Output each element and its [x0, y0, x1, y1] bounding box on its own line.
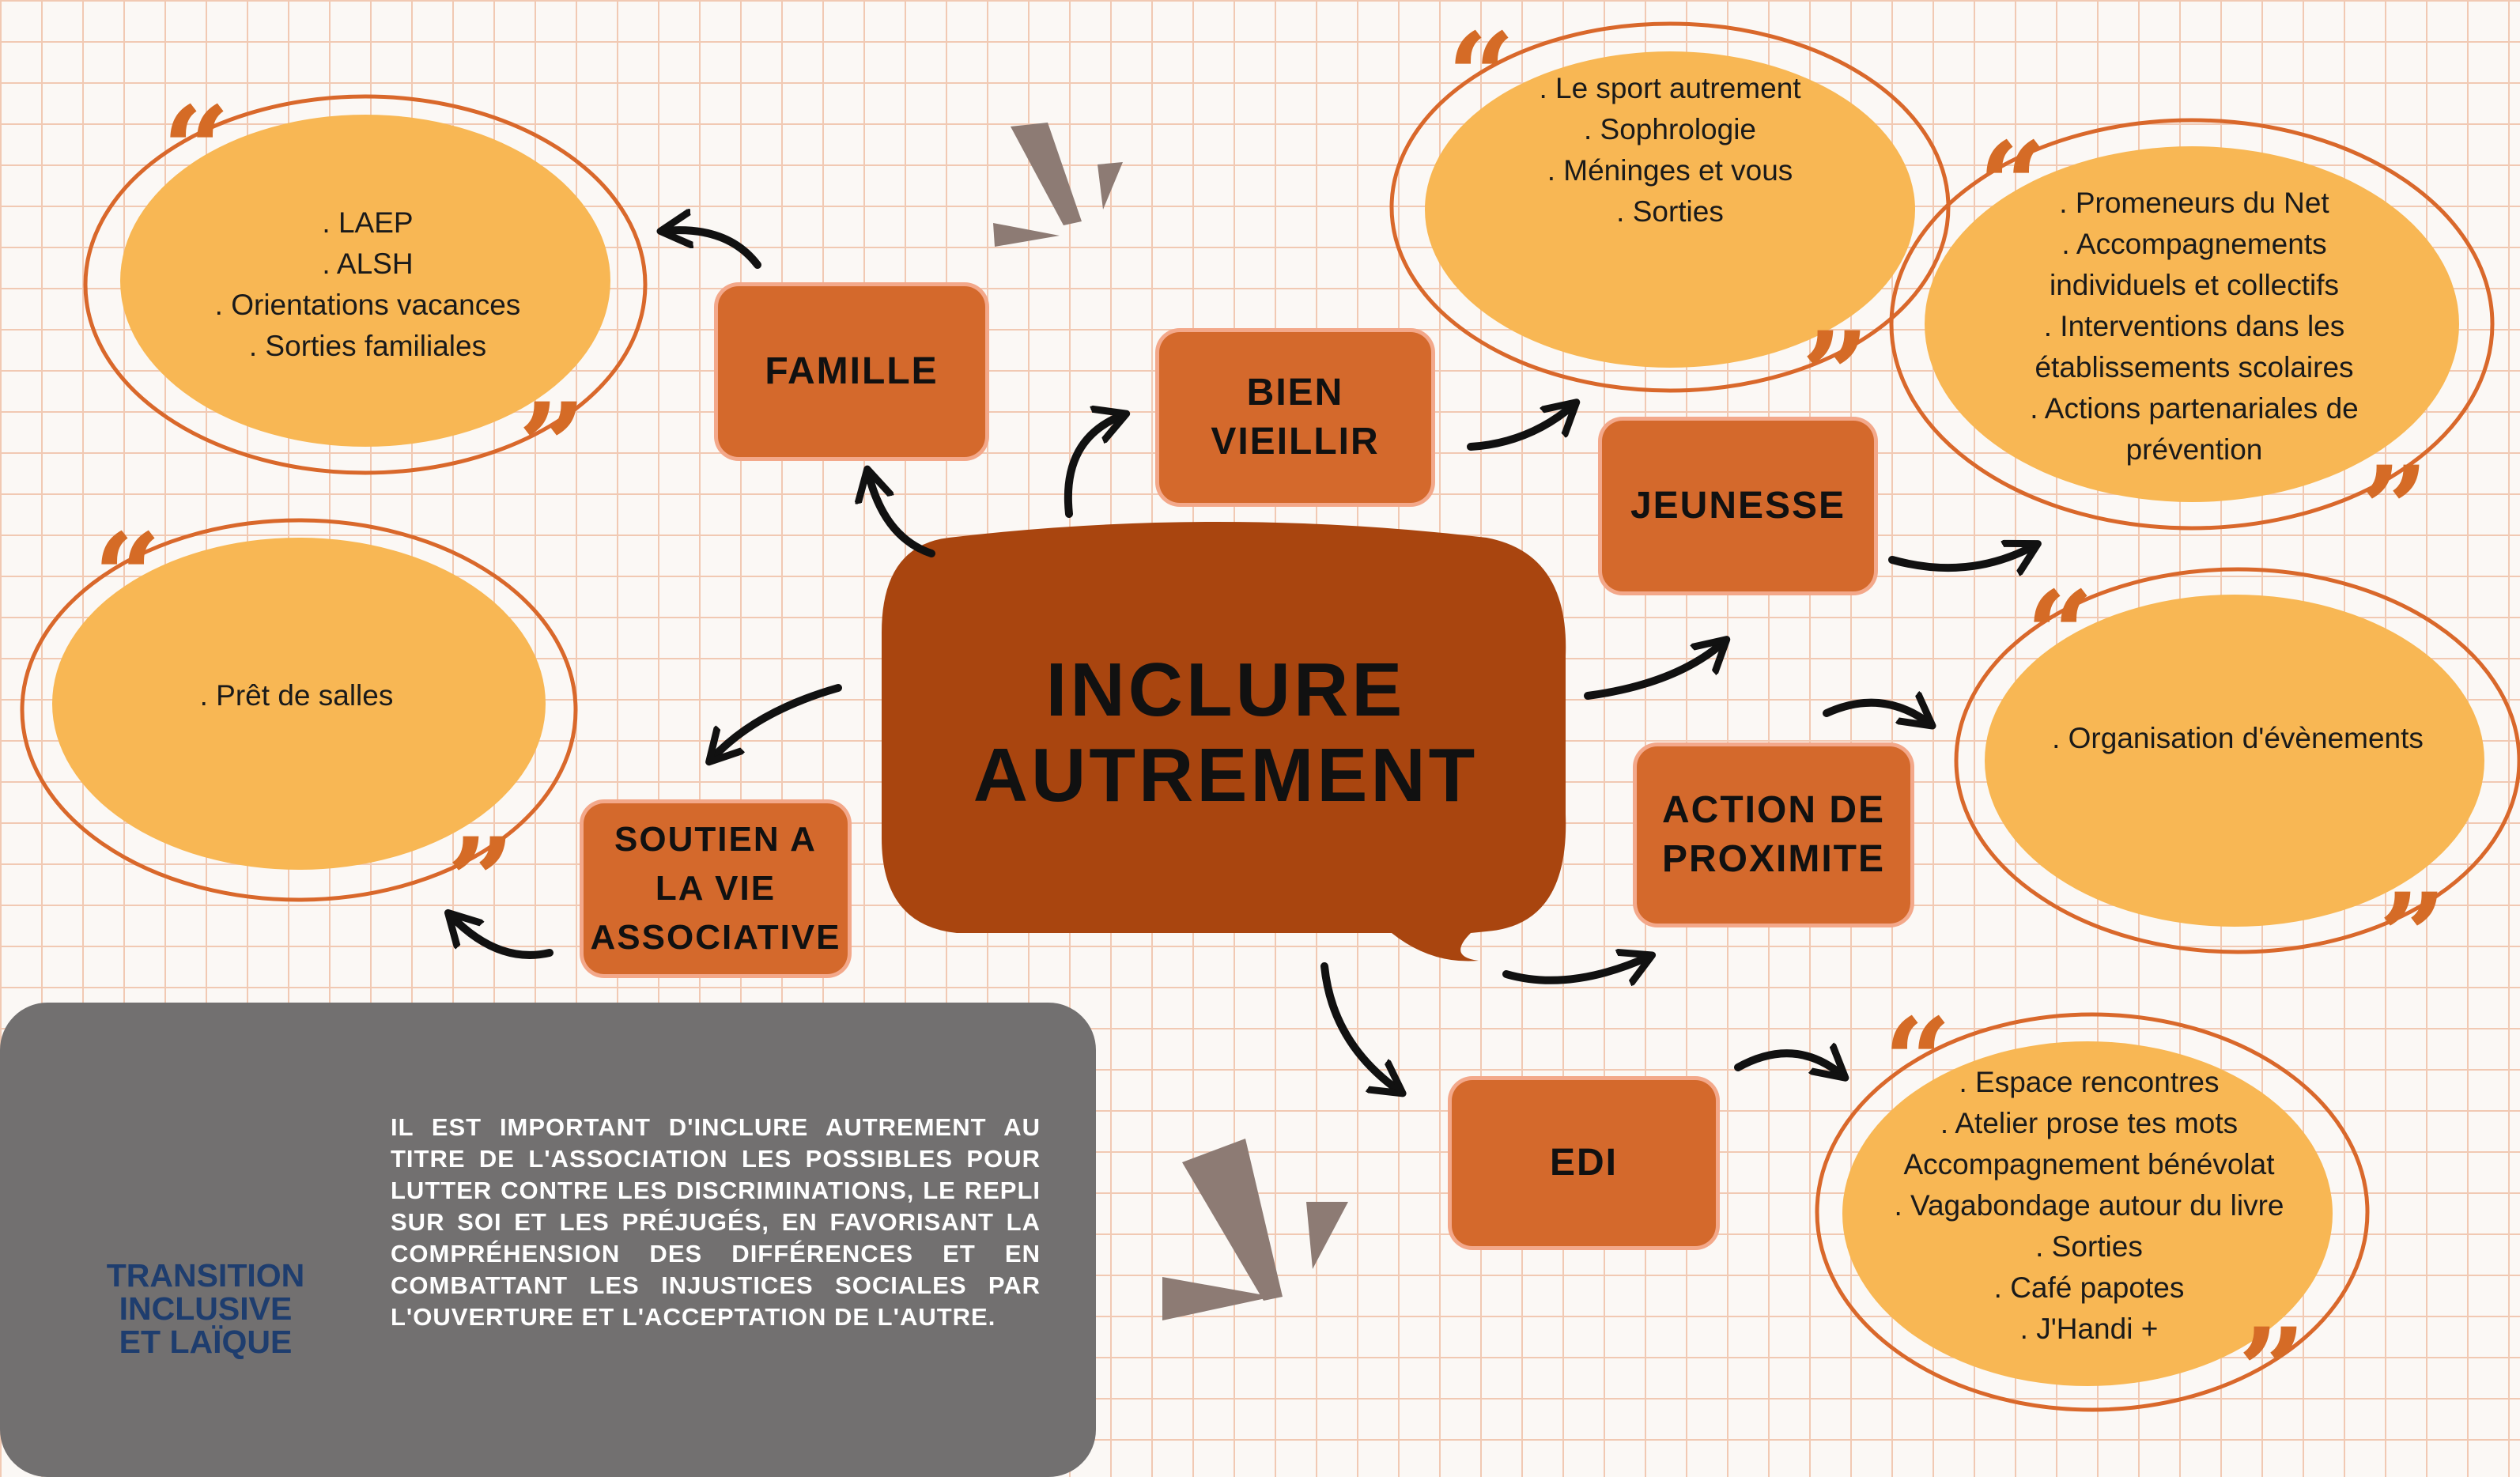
quote-open-icon: “ — [162, 81, 231, 220]
bubble-item: . Sorties familiales — [248, 330, 487, 362]
arrow-icon — [1064, 415, 1123, 518]
bubble-soutien-shape — [20, 518, 578, 902]
bubble-action-proximite: . Organisation d'évènements — [1993, 712, 2483, 765]
bubble-item: . Espace rencontres — [1959, 1066, 2220, 1098]
arrow-icon — [451, 916, 553, 959]
info-text: Il est important d'inclure autrement au … — [391, 1113, 1041, 1331]
bubble-item: . Méninges et vous — [1547, 154, 1793, 187]
bubble-edi-shape — [1815, 1012, 2370, 1412]
logo-line: INCLUSIVE — [119, 1290, 293, 1327]
arrow-icon — [1584, 642, 1724, 700]
logo-line: TRANSITION — [106, 1257, 305, 1294]
node-edi: EDI — [1452, 1080, 1716, 1246]
node-soutien-vie-associative: SOUTIEN A LA VIE ASSOCIATIVE — [584, 803, 848, 974]
bubble-famille: . LAEP . ALSH . Orientations vacances . … — [119, 119, 617, 451]
logo-text: TRANSITION INCLUSIVE ET LAÏQUE — [63, 1259, 348, 1358]
quote-open-icon: “ — [1978, 116, 2047, 255]
arrow-icon — [1734, 1053, 1842, 1075]
bubble-item: Accompagnement bénévolat — [1903, 1148, 2275, 1180]
quote-close-icon: ” — [518, 377, 587, 516]
bubble-bien-vieillir: . Le sport autrement . Sophrologie . Mén… — [1423, 68, 1917, 258]
bubble-soutien: . Prêt de salles — [111, 669, 482, 723]
bubble-item: . Orientations vacances — [214, 289, 521, 321]
bubble-item: . Accompagnements individuels et collect… — [2049, 228, 2340, 301]
bubble-action-shape — [1954, 567, 2520, 954]
arrow-icon — [1888, 546, 2035, 568]
center-title-line: AUTREMENT — [973, 733, 1479, 818]
bubble-famille-shape — [83, 94, 648, 475]
quote-open-icon: “ — [2026, 565, 2095, 705]
bubble-jeunesse: . Promeneurs du Net . Accompagnements in… — [1993, 172, 2396, 481]
info-box — [0, 1003, 1096, 1477]
arrow-icon — [712, 684, 842, 759]
bubble-item: . Café papotes — [1993, 1271, 2185, 1304]
quote-close-icon: ” — [2378, 867, 2447, 1007]
bubble-edi: . Espace rencontres . Atelier prose tes … — [1842, 1060, 2336, 1352]
arrow-icon — [868, 473, 935, 557]
bubble-item: . Prêt de salles — [199, 679, 394, 712]
bubble-item: . Interventions dans les établissements … — [2035, 310, 2354, 383]
node-jeunesse: JEUNESSE — [1602, 421, 1874, 591]
logo-line: ET LAÏQUE — [119, 1324, 293, 1360]
quote-close-icon: ” — [447, 812, 516, 951]
arrow-icon — [1823, 703, 1929, 723]
arrow-icon — [1467, 405, 1574, 451]
accent-burst-icon — [993, 123, 1123, 247]
center-title-line: INCLURE — [1045, 648, 1406, 732]
bubble-jeunesse-shape — [1889, 118, 2495, 531]
bubble-item: . Sophrologie — [1583, 113, 1757, 145]
bubble-item: . ALSH — [322, 247, 414, 280]
bubble-item: . Vagabondage autour du livre — [1894, 1189, 2284, 1222]
node-action-proximite: ACTION DE PROXIMITE — [1637, 746, 1910, 924]
bubble-item: . Sorties — [2035, 1230, 2143, 1263]
node-famille: FAMILLE — [718, 286, 985, 457]
node-bien-vieillir: BIEN VIEILLIR — [1159, 332, 1431, 503]
arrow-icon — [1502, 957, 1649, 980]
quote-close-icon: ” — [2238, 1302, 2307, 1441]
bubble-item: . Le sport autrement — [1539, 72, 1801, 104]
quote-open-icon: “ — [1883, 992, 1952, 1131]
bubble-item: . Promeneurs du Net — [2059, 187, 2329, 219]
center-title: INCLURE AUTREMENT — [886, 531, 1566, 935]
bubble-item: . Sorties — [1616, 195, 1724, 228]
bubble-item: . Actions partenariales de prévention — [2030, 392, 2359, 466]
bubble-item: . LAEP — [322, 206, 414, 239]
center-speech-shape — [882, 522, 1566, 961]
quote-close-icon: ” — [1801, 306, 1870, 445]
bubble-item: . Atelier prose tes mots — [1940, 1107, 2239, 1139]
arrow-icon — [1320, 962, 1400, 1091]
accent-burst-icon — [1162, 1139, 1348, 1320]
quote-open-icon: “ — [93, 508, 162, 647]
arrow-icon — [664, 230, 761, 269]
quote-open-icon: “ — [1447, 7, 1516, 146]
quote-close-icon: ” — [2360, 440, 2429, 580]
bubble-item: . J'Handi + — [2019, 1313, 2159, 1345]
bubble-item: . Organisation d'évènements — [2052, 722, 2424, 754]
